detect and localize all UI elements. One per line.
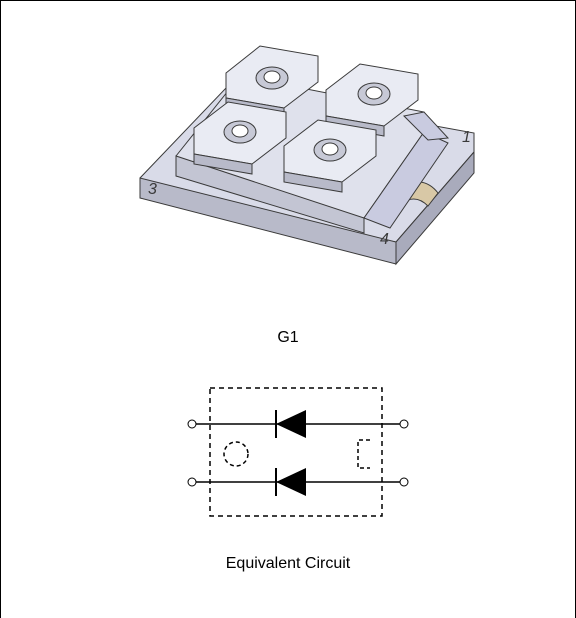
module-ramp bbox=[363, 131, 449, 229]
top-left-terminal-icon bbox=[187, 419, 197, 429]
pin-label-4: 4 bbox=[380, 231, 389, 248]
diode-bottom-icon bbox=[275, 468, 306, 496]
terminal-bottom-right bbox=[283, 119, 377, 193]
dashed-bracket-icon bbox=[357, 439, 370, 469]
module-raised-block-front bbox=[175, 155, 365, 234]
diode-top-icon bbox=[275, 410, 306, 438]
pin-label-1: 1 bbox=[462, 129, 471, 146]
dashed-circle-icon bbox=[223, 441, 249, 467]
module-base-front-right bbox=[395, 150, 475, 266]
equivalent-circuit-diagram bbox=[187, 387, 409, 517]
top-right-terminal-icon bbox=[399, 419, 409, 429]
power-module-drawing: 1 3 4 bbox=[139, 45, 475, 266]
bottom-left-terminal-icon bbox=[187, 477, 197, 487]
bottom-right-terminal-icon bbox=[399, 477, 409, 487]
circuit-caption: Equivalent Circuit bbox=[225, 555, 351, 572]
circuit-enclosure bbox=[209, 387, 383, 517]
terminal-bottom-left bbox=[193, 101, 287, 175]
pin-label-3: 3 bbox=[148, 181, 157, 198]
module-ramp-2 bbox=[402, 111, 450, 141]
module-caption: G1 bbox=[277, 329, 299, 346]
